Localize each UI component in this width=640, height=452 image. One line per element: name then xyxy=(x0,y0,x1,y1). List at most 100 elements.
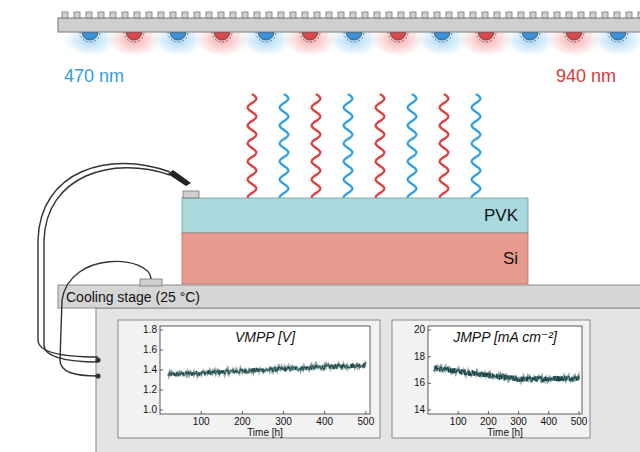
pvk-layer xyxy=(182,198,528,233)
led-rim xyxy=(212,32,232,42)
led xyxy=(390,32,406,40)
led-board xyxy=(58,18,640,32)
board-tooth xyxy=(98,12,104,18)
board-tooth xyxy=(614,12,620,18)
tick xyxy=(160,390,163,391)
board-tooth xyxy=(494,12,500,18)
axis-title: Time [h] xyxy=(247,427,283,438)
layer-band: PVK xyxy=(182,198,528,233)
tick xyxy=(578,411,579,414)
axis-tick-label: 16 xyxy=(414,377,425,389)
layer-label: Si xyxy=(503,249,518,269)
board-tooth xyxy=(110,12,116,18)
board-tooth xyxy=(254,12,260,18)
tick xyxy=(242,411,243,414)
probe-clip xyxy=(168,170,191,186)
bottom-contact xyxy=(140,279,162,286)
board-tooth xyxy=(194,12,200,18)
data-trace xyxy=(168,363,366,376)
tick xyxy=(428,383,431,384)
led xyxy=(126,32,142,40)
chart-panel: VMPP [V] Time [h] xyxy=(118,320,380,438)
axis-tick-label: 18 xyxy=(414,351,425,363)
tick xyxy=(548,411,549,414)
tick xyxy=(428,410,431,411)
wavelength-label: 940 nm xyxy=(556,66,616,87)
board-tooth xyxy=(206,12,212,18)
board-tooth xyxy=(470,12,476,18)
board-tooth xyxy=(158,12,164,18)
chart-title: VMPP [V] xyxy=(233,329,297,345)
board-tooth xyxy=(566,12,572,18)
axis-tick-label: 1.6 xyxy=(143,344,157,356)
board-tooth xyxy=(554,12,560,18)
led-rim xyxy=(564,32,584,42)
board-tooth xyxy=(590,12,596,18)
plot-frame xyxy=(428,326,582,414)
axis-tick-label: 100 xyxy=(450,416,467,428)
board-tooth xyxy=(302,12,308,18)
board-tooth xyxy=(62,12,68,18)
board-tooth xyxy=(218,12,224,18)
light-ray xyxy=(344,94,353,208)
tick xyxy=(201,411,202,414)
axis-tick-label: 100 xyxy=(193,416,210,428)
led-rim xyxy=(256,32,276,42)
tick xyxy=(160,410,163,411)
light-ray xyxy=(280,94,289,208)
tick xyxy=(518,411,519,414)
axis-tick-label: 1.0 xyxy=(143,404,157,416)
board-tooth xyxy=(338,12,344,18)
tick xyxy=(488,411,489,414)
terminal-dot xyxy=(95,357,100,362)
board-tooth xyxy=(422,12,428,18)
tick xyxy=(160,370,163,371)
board-tooth xyxy=(146,12,152,18)
chart-title: JMPP [mA cm⁻²] xyxy=(451,329,559,345)
axis-tick-label: 500 xyxy=(358,416,375,428)
board-tooth xyxy=(482,12,488,18)
led-rim xyxy=(344,32,364,42)
tick xyxy=(324,411,325,414)
board-tooth xyxy=(134,12,140,18)
board-tooth xyxy=(350,12,356,18)
axis-tick-label: 1.2 xyxy=(143,384,157,396)
light-ray xyxy=(408,94,417,208)
board-tooth xyxy=(362,12,368,18)
data-trace xyxy=(168,363,366,376)
si-layer xyxy=(182,233,528,284)
tick xyxy=(458,411,459,414)
axis-tick-label: 500 xyxy=(571,416,588,428)
board-tooth xyxy=(434,12,440,18)
board-tooth xyxy=(542,12,548,18)
axis-tick-label: 400 xyxy=(540,416,557,428)
wavelength-label: 470 nm xyxy=(64,66,124,87)
led xyxy=(522,32,538,40)
tick xyxy=(428,356,431,357)
board-tooth xyxy=(326,12,332,18)
terminal-dot xyxy=(95,373,100,378)
board-tooth xyxy=(626,12,632,18)
tick xyxy=(365,411,366,414)
stage-band: Cooling stage (25 °C) xyxy=(58,285,640,308)
axis-tick-label: 14 xyxy=(414,404,425,416)
layer-label: PVK xyxy=(484,206,518,226)
led-rim xyxy=(168,32,188,42)
led-rim xyxy=(300,32,320,42)
led xyxy=(302,32,318,40)
light-ray xyxy=(472,94,481,208)
board-tooth xyxy=(314,12,320,18)
led-rim xyxy=(432,32,452,42)
layer-band: Si xyxy=(182,233,528,284)
wire xyxy=(38,163,170,357)
board-tooth xyxy=(410,12,416,18)
led-rim xyxy=(388,32,408,42)
led-rim xyxy=(124,32,144,42)
led xyxy=(170,32,186,40)
layer-label: Cooling stage (25 °C) xyxy=(66,289,200,305)
board-tooth xyxy=(374,12,380,18)
led xyxy=(214,32,230,40)
axis-tick-label: 200 xyxy=(234,416,251,428)
axis-tick-label: 200 xyxy=(480,416,497,428)
